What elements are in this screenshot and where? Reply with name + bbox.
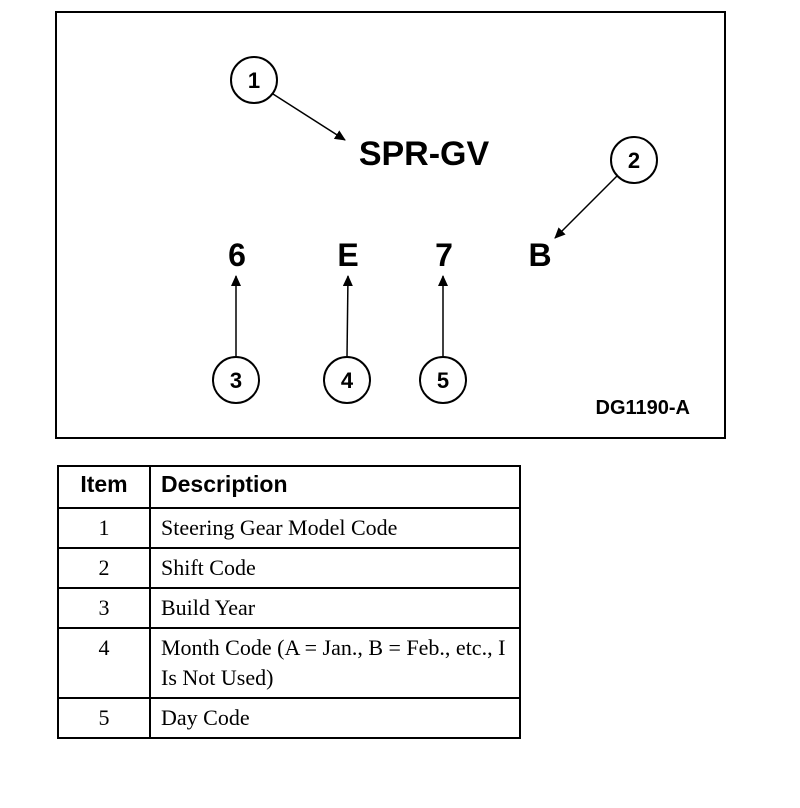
row-item: 3 <box>57 587 151 629</box>
svg-text:4: 4 <box>341 368 354 393</box>
callout-1: 1 <box>230 56 278 104</box>
callout-5: 5 <box>419 356 467 404</box>
row-description: Build Year <box>149 587 521 629</box>
legend-table: Item Description 1 Steering Gear Model C… <box>57 465 521 739</box>
code-char-7: 7 <box>435 237 453 273</box>
row-description: Month Code (A = Jan., B = Feb., etc., I … <box>149 627 521 699</box>
table-row: 5 Day Code <box>57 697 521 739</box>
svg-text:1: 1 <box>248 68 260 93</box>
row-description: Shift Code <box>149 547 521 589</box>
table-row: 4 Month Code (A = Jan., B = Feb., etc., … <box>57 627 521 699</box>
callout-1-arrow <box>272 93 346 141</box>
row-description: Steering Gear Model Code <box>149 507 521 549</box>
row-item: 5 <box>57 697 151 739</box>
code-diagram: SPR-GV 6 E 7 B 1 2 3 4 5 DG1190-A <box>55 11 726 439</box>
code-char-b: B <box>528 237 551 273</box>
callout-2-arrow <box>554 175 618 239</box>
svg-text:2: 2 <box>628 148 640 173</box>
table-row: 3 Build Year <box>57 587 521 629</box>
row-item: 4 <box>57 627 151 699</box>
legend-header-row: Item Description <box>57 465 521 509</box>
header-item: Item <box>57 465 151 509</box>
row-description: Day Code <box>149 697 521 739</box>
model-code-text: SPR-GV <box>359 135 490 173</box>
code-char-e: E <box>337 237 358 273</box>
callout-2: 2 <box>610 136 658 184</box>
figure-reference-id: DG1190-A <box>596 397 691 419</box>
header-description: Description <box>149 465 521 509</box>
diagram-frame <box>55 11 726 439</box>
svg-text:3: 3 <box>230 368 242 393</box>
callout-3: 3 <box>212 356 260 404</box>
row-item: 1 <box>57 507 151 549</box>
table-row: 1 Steering Gear Model Code <box>57 507 521 549</box>
table-row: 2 Shift Code <box>57 547 521 589</box>
code-char-6: 6 <box>228 237 246 273</box>
svg-text:5: 5 <box>437 368 449 393</box>
callout-4-arrow <box>342 275 353 358</box>
callout-4: 4 <box>323 356 371 404</box>
row-item: 2 <box>57 547 151 589</box>
